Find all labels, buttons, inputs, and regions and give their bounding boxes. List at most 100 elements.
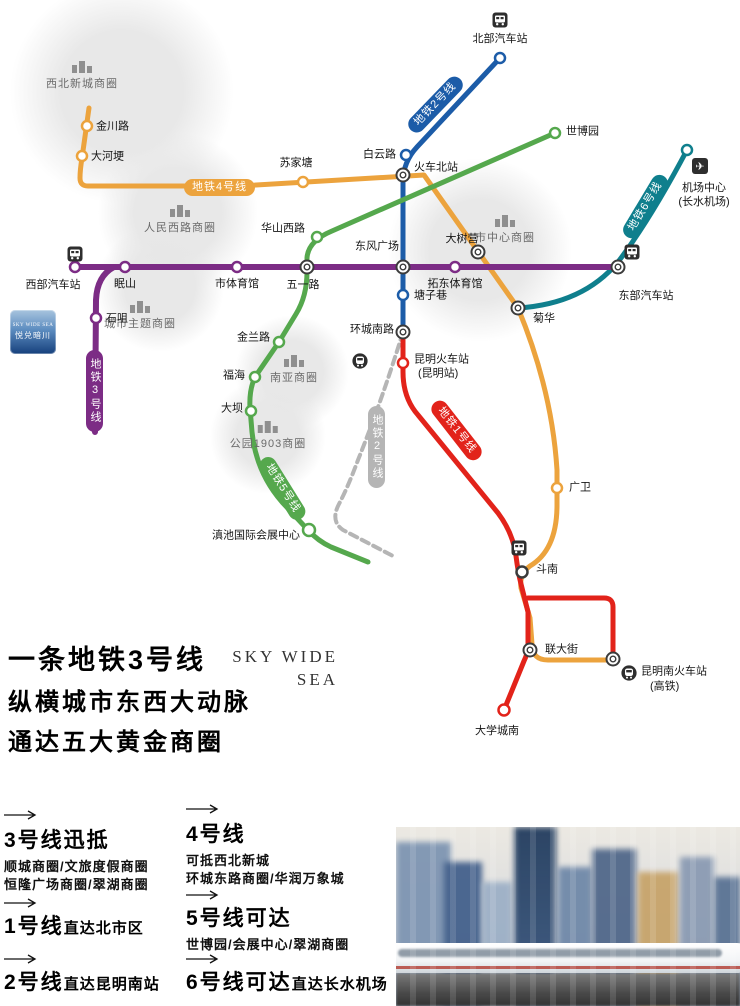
legend-line2-title: 2号线: [4, 971, 64, 994]
station-label: 滇池国际会展中心: [212, 529, 300, 542]
district-shizhongxin: 市中心商圈: [475, 214, 535, 245]
line6-path: [515, 147, 690, 311]
legend-line6-suffix: 直达长水机场: [291, 976, 388, 993]
station-label: 眠山: [114, 278, 136, 290]
line2-dashed-label: 地铁2号线: [368, 406, 385, 488]
arrow-icon: [4, 954, 37, 964]
station-label: (昆明站): [418, 367, 459, 380]
arrow-icon: [4, 898, 37, 908]
project-logo: SKY WIDE SEA 悦兑暗川: [10, 310, 56, 354]
line3-west-path: [92, 264, 117, 435]
legend-line6-title: 6号线可达: [186, 971, 292, 994]
station-label: 大学城南: [475, 725, 519, 737]
project-logo-en: SKY WIDE SEA: [12, 323, 54, 328]
metro-map-canvas: [68, 51, 694, 717]
station-label: 机场中心: [682, 182, 726, 194]
station-label: 火车北站: [414, 161, 458, 174]
legend-line4-detail2: 环城东路商圈/华润万象城: [186, 871, 345, 886]
station-label: 市体育馆: [215, 278, 259, 290]
station-label: 金兰路: [237, 331, 270, 344]
train-window-band: [398, 949, 722, 957]
station-label: 环城南路: [350, 323, 394, 336]
station-label: 大坝: [221, 402, 243, 415]
high-speed-train: [396, 943, 740, 973]
district-chengshizhuti: 城市主题商圈: [104, 300, 176, 331]
motion-blur-overlay: [396, 827, 740, 1006]
district-label: 城市主题商圈: [104, 318, 176, 330]
station-label: 昆明南火车站: [641, 665, 707, 678]
arrow-icon: [186, 804, 219, 814]
airplane-glyph: ✈: [695, 160, 705, 173]
station-label: 塘子巷: [414, 289, 447, 302]
rail-track: [396, 973, 740, 1006]
station-label: 大河埂: [91, 150, 124, 163]
district-label: 市中心商圈: [475, 232, 535, 244]
arrow-icon: [4, 810, 37, 820]
station-label: 金川路: [96, 120, 129, 133]
interchange-markers: [299, 167, 626, 667]
station-label: 拓东体育馆: [427, 278, 483, 290]
bus-icon: [67, 246, 83, 262]
project-logo-cn: 悦兑暗川: [15, 331, 51, 340]
station-label: (高铁): [650, 680, 680, 693]
train-stripe: [396, 966, 740, 969]
bus-icon: [511, 540, 527, 556]
station-label: 斗南: [536, 563, 558, 576]
headline-line3: 通达五大黄金商圈: [8, 729, 224, 756]
buildings-icon: [284, 355, 304, 367]
station-label: 华山西路: [261, 222, 305, 235]
legend-line4-title: 4号线: [186, 823, 246, 846]
district-renminxilu: 人民西路商圈: [144, 204, 216, 235]
buildings-icon: [257, 421, 278, 433]
line3-label: 地铁3号线: [86, 350, 103, 432]
station-label: 苏家塘: [279, 157, 313, 169]
station-label: 石咀: [106, 312, 128, 325]
buildings-icon: [130, 301, 150, 313]
station-label: 广卫: [569, 481, 591, 494]
station-label: 白云路: [363, 148, 396, 161]
district-xibeixincheng: 西北新城商圈: [46, 60, 118, 91]
station-label: 福海: [223, 369, 245, 382]
city-train-photo: [396, 827, 740, 1006]
arrow-icon: [186, 890, 219, 900]
district-gongyuan1903: 公园1903商圈: [230, 420, 306, 451]
airplane-icon: ✈: [692, 158, 708, 174]
line4-path: [77, 105, 615, 663]
legend-line2-suffix: 直达昆明南站: [63, 976, 160, 993]
arrow-icon: [186, 954, 219, 964]
legend-line3-title: 3号线迅抵: [4, 829, 110, 852]
station-label: 联大街: [545, 643, 578, 656]
station-label: (长水机场): [678, 196, 730, 208]
station-label: 昆明火车站: [414, 353, 469, 366]
buildings-icon: [72, 61, 92, 73]
legend-line6: 6号线可达直达长水机场: [186, 966, 388, 996]
station-label: 东部汽车站: [618, 290, 674, 302]
station-label: 北部汽车站: [472, 33, 528, 45]
brand-line1: SKY WIDE: [232, 647, 338, 666]
buildings-icon: [170, 205, 190, 217]
train-icon: [621, 665, 637, 681]
buildings-icon: [495, 215, 515, 227]
line4-label: 地铁4号线: [184, 179, 256, 196]
line1-path: [400, 329, 531, 713]
station-label: 西部汽车站: [25, 279, 81, 291]
brand-wordmark: SKY WIDE SEA: [226, 646, 338, 692]
bus-icon: [492, 12, 508, 28]
district-bubble: [96, 224, 224, 352]
district-label: 人民西路商圈: [144, 222, 216, 234]
legend-line3-detail1: 顺城商圈/文旅度假商圈: [4, 859, 149, 874]
district-label: 南亚商圈: [270, 372, 318, 384]
train-icon: [352, 353, 368, 369]
station-markers: [68, 51, 694, 717]
headline-line2: 纵横城市东西大动脉: [8, 689, 251, 716]
legend-line1-suffix: 直达北市区: [63, 920, 144, 937]
legend-line4-detail1: 可抵西北新城: [186, 853, 271, 868]
district-label: 西北新城商圈: [46, 78, 118, 90]
district-label: 公园1903商圈: [229, 438, 307, 450]
headline-line1: 一条地铁3号线: [8, 645, 207, 675]
legend-line1-title: 1号线: [4, 915, 64, 938]
station-label: 五一路: [286, 279, 320, 291]
station-label: 大树营: [445, 233, 479, 245]
station-label: 菊华: [533, 312, 555, 325]
